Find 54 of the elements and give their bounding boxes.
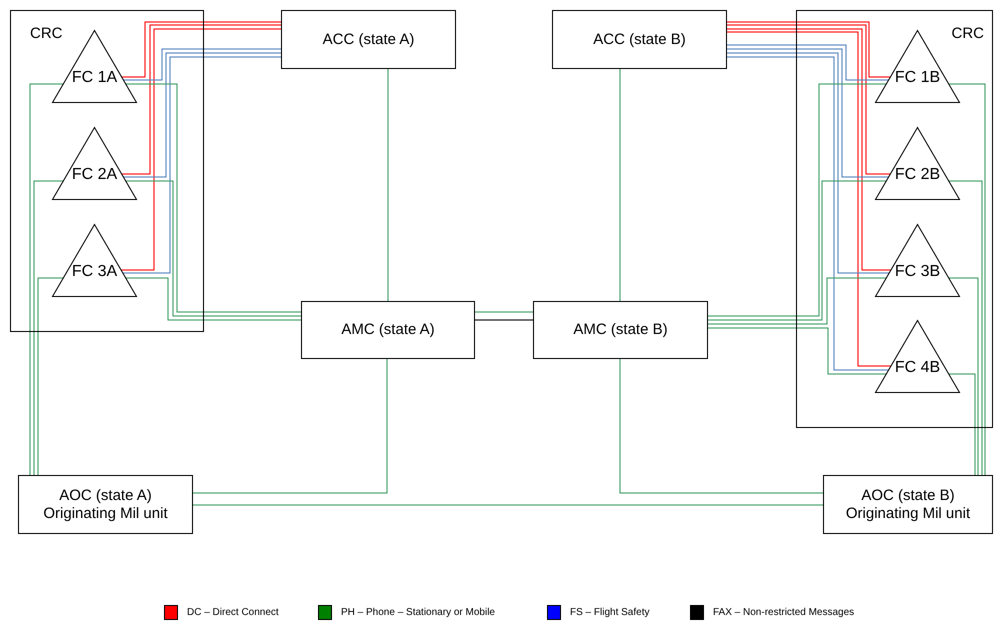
connection-line <box>123 52 282 178</box>
node-label: FC 4B <box>894 359 942 377</box>
node-label: FC 3A <box>70 263 118 281</box>
connection-line <box>948 84 986 476</box>
connection-line <box>38 278 64 476</box>
connection-line <box>708 84 887 316</box>
connection-line <box>948 374 976 476</box>
connection-line <box>708 328 887 374</box>
connection-line <box>123 48 282 80</box>
connection-line <box>948 278 978 476</box>
process-box <box>301 301 475 359</box>
box-label: AOC (state B) <box>861 486 955 504</box>
connection-line <box>620 358 824 494</box>
process-box <box>823 475 993 534</box>
box-label: AMC (state B) <box>573 321 668 339</box>
connection-line <box>125 180 302 316</box>
connection-line <box>726 48 889 178</box>
connection-line <box>121 24 282 174</box>
node-label: FC 1A <box>70 69 118 87</box>
box-label: Originating Mil unit <box>43 504 168 522</box>
group-label: CRC <box>30 25 62 42</box>
legend-label: DC – Direct Connect <box>187 607 279 618</box>
connection-line <box>121 22 282 78</box>
connection-line <box>192 358 388 494</box>
box-label: Originating Mil unit <box>846 504 970 522</box>
connection-line <box>192 504 824 506</box>
node-label: FC 3B <box>894 263 942 281</box>
group-label: CRC <box>952 25 984 42</box>
connection-line <box>708 278 887 324</box>
node-label: FC 2B <box>894 166 942 184</box>
box-label: AMC (state A) <box>341 321 435 339</box>
group-frame <box>10 10 204 332</box>
group-frame <box>796 10 993 428</box>
connection-line <box>125 84 302 312</box>
process-box <box>281 10 456 69</box>
node-label: FC 1B <box>894 69 942 87</box>
legend-label: FAX – Non-restricted Messages <box>713 607 854 618</box>
process-box <box>533 301 708 359</box>
connection-line <box>125 278 302 320</box>
connection-line <box>708 180 887 320</box>
connection-line <box>726 22 891 78</box>
connection-line <box>30 84 64 476</box>
legend-label: FS – Flight Safety <box>570 607 650 618</box>
box-label: ACC (state B) <box>593 30 686 48</box>
process-box <box>552 10 727 69</box>
process-box <box>18 475 193 534</box>
connection-line <box>948 180 982 476</box>
connection-line <box>34 180 64 476</box>
box-label: ACC (state A) <box>322 30 414 48</box>
node-label: FC 2A <box>70 166 118 184</box>
legend-label: PH – Phone – Stationary or Mobile <box>341 607 495 618</box>
box-label: AOC (state A) <box>59 486 152 504</box>
connection-line <box>726 24 891 174</box>
connection-line <box>726 44 889 80</box>
